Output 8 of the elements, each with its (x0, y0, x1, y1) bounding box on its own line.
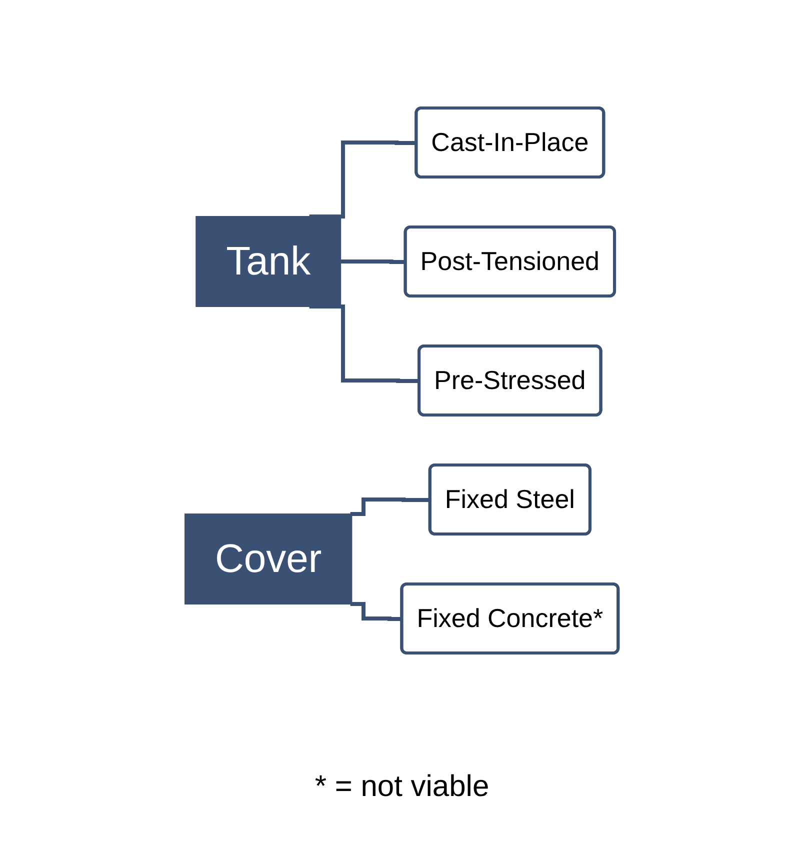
footnote: * = not viable (314, 770, 490, 804)
node-box: Cover (184, 513, 353, 604)
connector (350, 497, 431, 516)
connector (341, 259, 406, 264)
node-box: Tank (196, 216, 342, 306)
connector (310, 304, 420, 382)
connector (310, 140, 418, 218)
connector (350, 602, 403, 620)
